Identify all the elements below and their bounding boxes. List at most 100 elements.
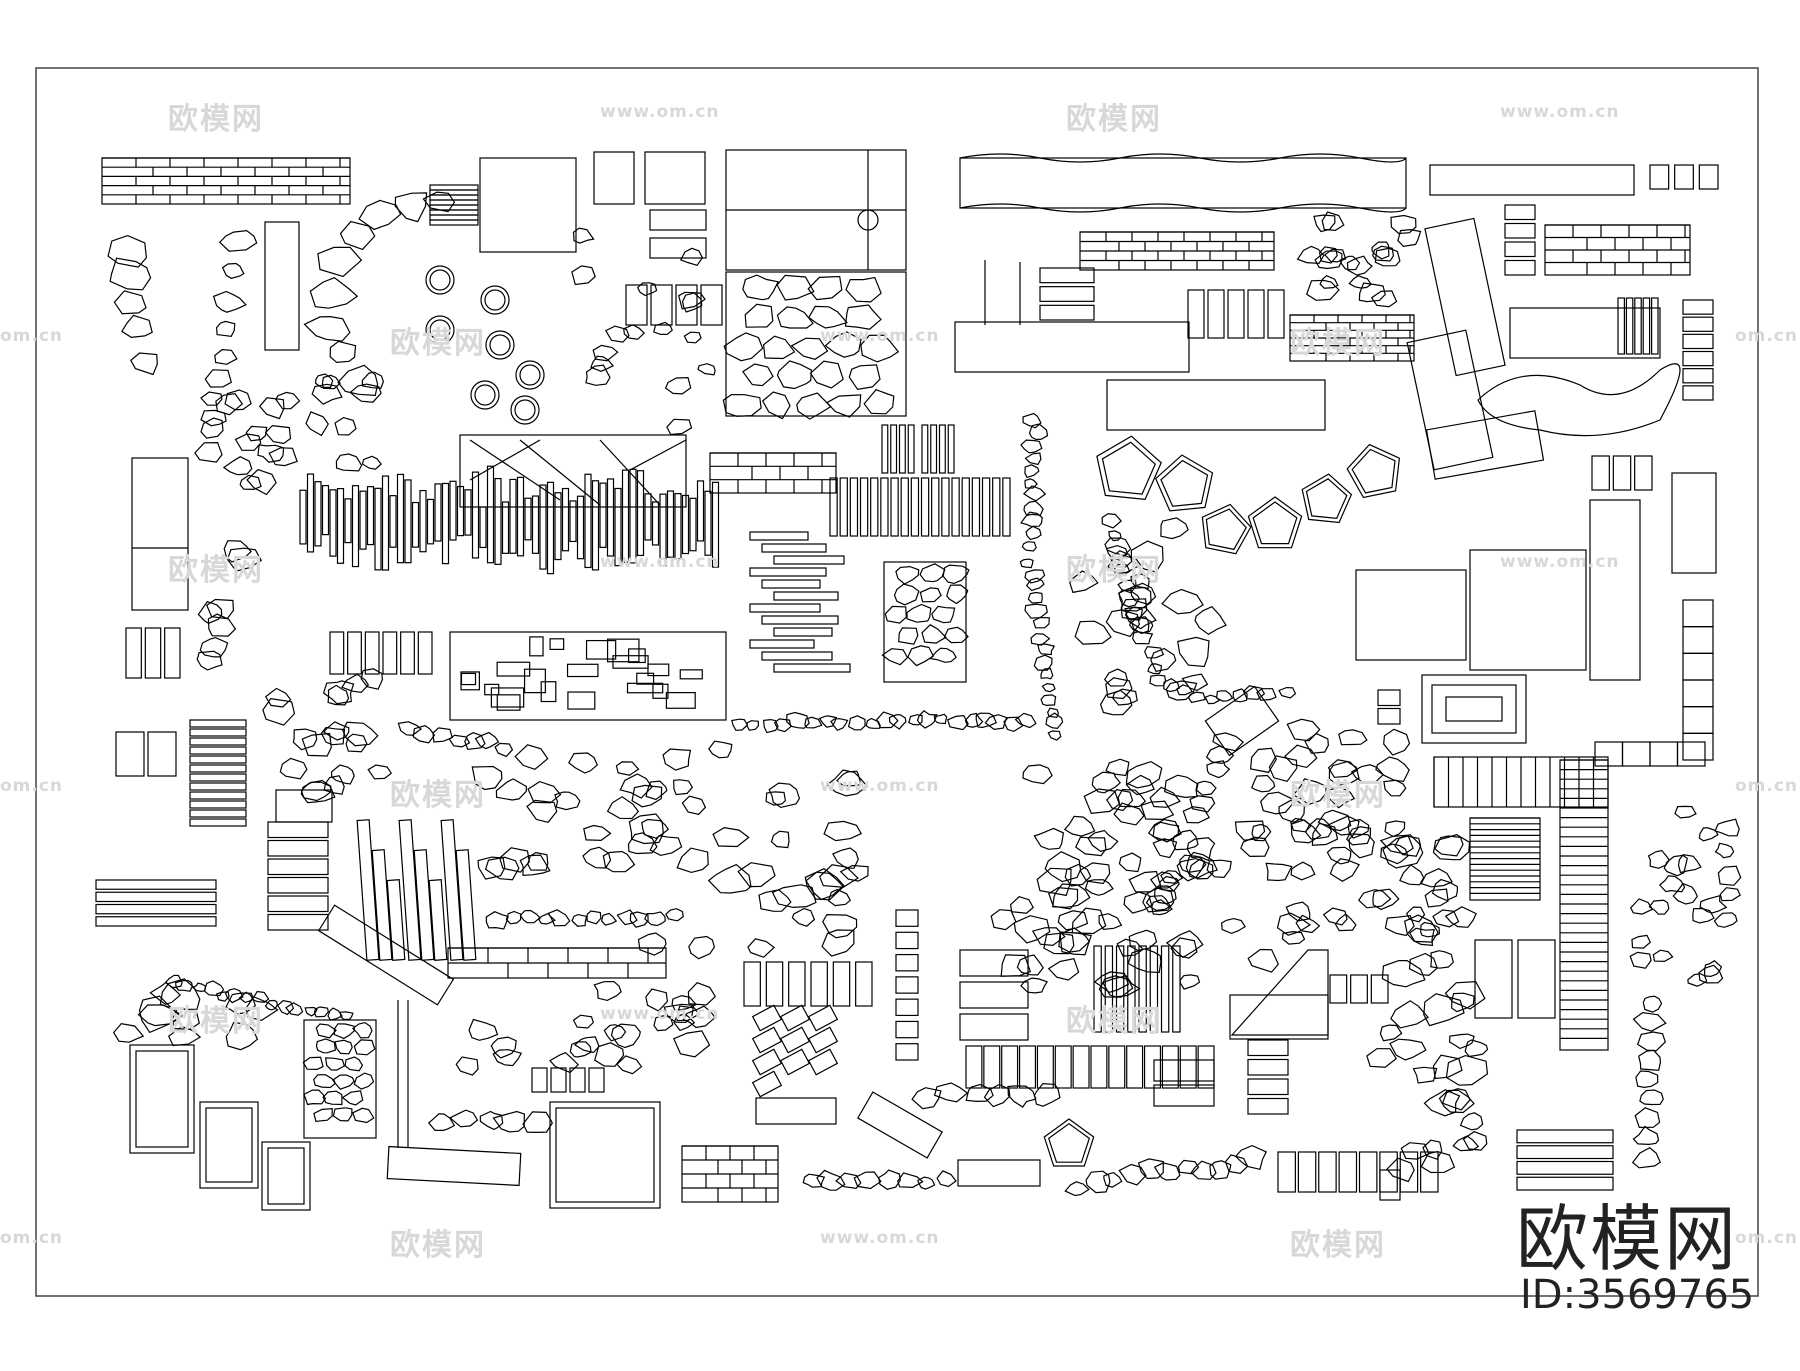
cobble-stone <box>313 1074 337 1089</box>
stepping-stone <box>1420 1150 1456 1174</box>
stepping-stone <box>327 1007 343 1021</box>
stepping-stone <box>1032 616 1050 629</box>
paver-row <box>1187 289 1285 339</box>
paver-row <box>743 961 873 1007</box>
plank <box>347 631 362 675</box>
plank <box>1682 385 1714 401</box>
plank <box>1377 689 1401 707</box>
stepping-stone <box>1022 485 1047 502</box>
stepping-stone <box>771 884 817 909</box>
stepping-stone <box>1165 930 1204 959</box>
planter <box>129 1044 195 1154</box>
square-planters <box>129 1044 311 1211</box>
stepping-stone <box>1159 875 1180 892</box>
stepping-stone <box>878 1169 901 1190</box>
stepping-stone <box>268 447 298 467</box>
plank <box>895 998 919 1017</box>
stepping-stone <box>1634 1107 1661 1129</box>
cobble-stone <box>334 1039 353 1055</box>
stepping-stone <box>1064 1181 1090 1197</box>
stepping-stone <box>203 980 225 997</box>
vertical-plank <box>554 492 562 561</box>
plank <box>1108 1045 1126 1089</box>
stepping-stone <box>1412 1066 1438 1084</box>
pebble-path <box>164 974 354 1021</box>
stepping-stone <box>200 409 227 427</box>
stepping-stone <box>568 752 599 774</box>
cobble-stone <box>315 1038 336 1054</box>
stone-cluster <box>200 371 385 496</box>
stepping-stone <box>1405 906 1426 923</box>
stepping-stone <box>1040 667 1054 680</box>
stepping-stone <box>629 911 649 928</box>
stepping-stone <box>664 376 692 395</box>
pentagon-inner <box>1101 441 1156 495</box>
plank <box>189 809 247 818</box>
vertical-plank <box>636 470 645 557</box>
vertical-plank <box>674 493 682 560</box>
stepping-stone <box>1420 921 1441 938</box>
vertical-plank <box>441 482 450 565</box>
vertical-plank <box>351 485 360 568</box>
stepping-stone <box>1434 835 1464 857</box>
stepping-stone <box>1105 544 1129 562</box>
plank <box>1247 289 1265 339</box>
planter-ring-inner <box>489 334 511 356</box>
stepping-stone <box>121 314 153 339</box>
brick-wall-strip <box>101 157 351 205</box>
stepping-stone <box>1027 591 1043 604</box>
paver-row <box>267 821 329 931</box>
stepping-stone <box>1161 588 1204 615</box>
plank <box>1617 297 1626 355</box>
plank <box>1036 1045 1054 1089</box>
stepping-stone <box>747 938 776 958</box>
stepping-stone <box>1329 858 1360 882</box>
cobble-stone <box>884 605 907 624</box>
planter <box>549 1101 661 1209</box>
cobble-stone <box>341 1090 364 1106</box>
pentagon-stones <box>1043 435 1401 1167</box>
planter-ring-inner <box>429 319 451 341</box>
stepping-stone <box>1719 887 1741 902</box>
stepping-stone <box>329 340 357 364</box>
plank <box>895 1020 919 1039</box>
plank <box>1682 732 1714 761</box>
plank <box>1179 1045 1197 1089</box>
stepping-stone <box>606 796 640 820</box>
stepping-stone <box>1635 1070 1659 1089</box>
stepping-stone <box>1023 500 1044 517</box>
cobble-stone <box>946 584 969 605</box>
long-plank <box>371 849 393 961</box>
stepping-stone <box>1014 712 1037 729</box>
vertical-plank <box>299 489 307 545</box>
step-paver <box>749 603 821 613</box>
cobble-stone <box>824 331 862 358</box>
plank <box>1682 679 1714 708</box>
plank <box>267 821 329 839</box>
stepping-stone <box>1052 883 1091 908</box>
stone-cluster <box>471 744 683 881</box>
paver-row <box>1682 299 1714 401</box>
plank <box>959 1013 1029 1041</box>
stepping-stone <box>1285 901 1311 922</box>
step-paver <box>773 591 839 601</box>
paving-slab <box>644 151 706 205</box>
stepping-stone <box>616 909 638 926</box>
vertical-plank <box>696 480 705 542</box>
planter <box>261 1141 311 1211</box>
plank <box>189 719 247 728</box>
stepping-stone <box>1028 423 1049 441</box>
stepping-stone <box>1372 888 1400 911</box>
plank <box>1039 304 1095 321</box>
plank <box>1682 706 1714 734</box>
stepping-stone <box>1240 836 1270 858</box>
steps <box>429 184 479 226</box>
stepping-stone <box>1057 910 1089 931</box>
cut-stone <box>460 672 477 686</box>
stepping-stone <box>1131 631 1154 645</box>
stone-cluster <box>1366 1024 1489 1183</box>
plank <box>1329 974 1348 1004</box>
stepping-stone <box>1021 541 1037 552</box>
cobble-outline <box>303 1019 377 1139</box>
stepping-stone <box>214 348 238 365</box>
